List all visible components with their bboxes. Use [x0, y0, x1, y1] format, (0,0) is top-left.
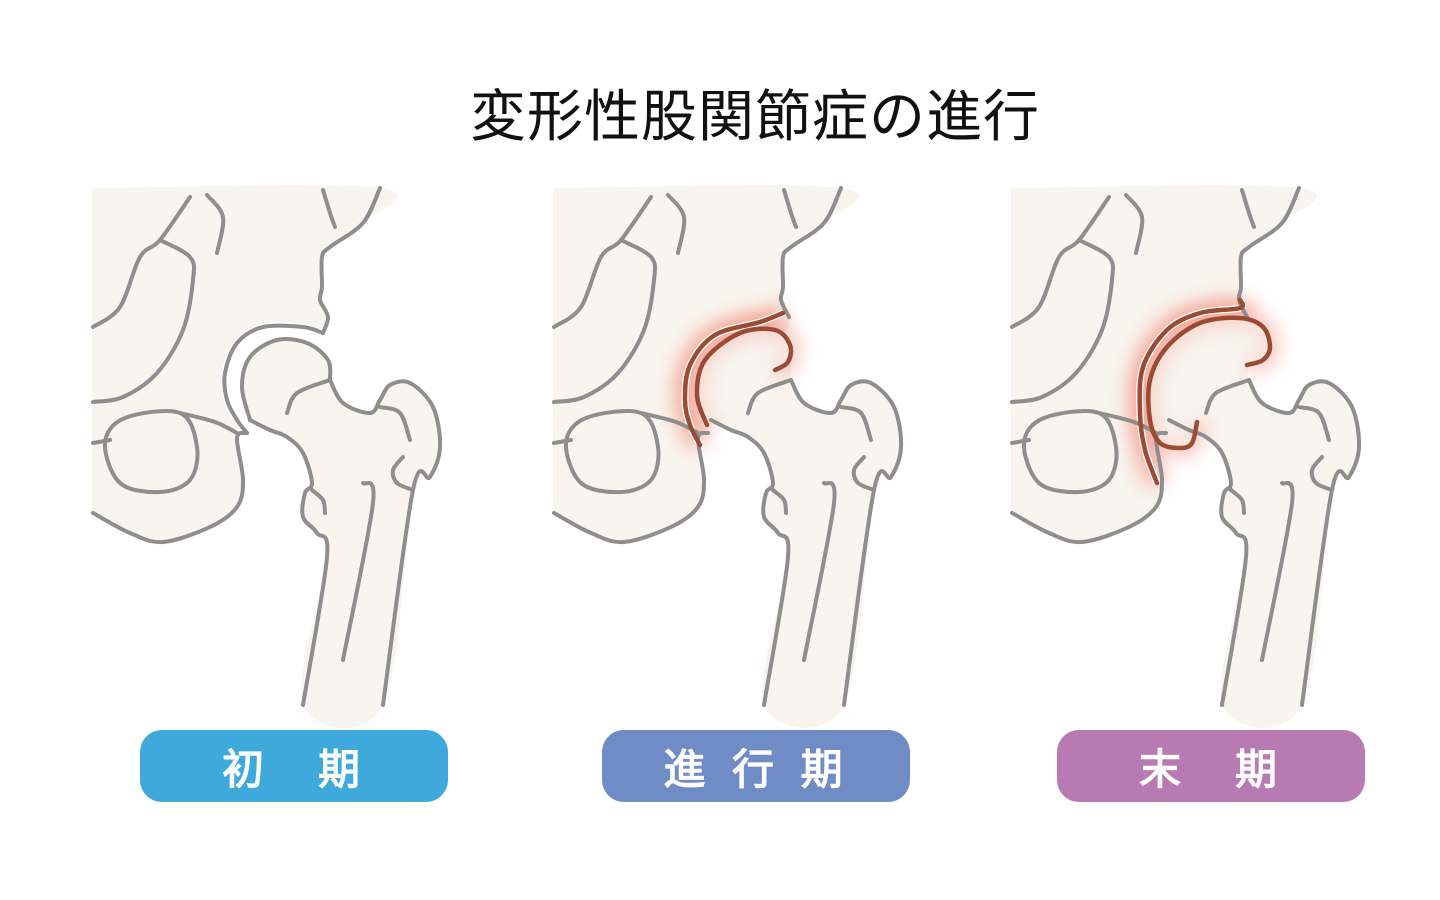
intertrochanteric-line [1204, 378, 1251, 415]
pubic-line [178, 411, 239, 435]
lesser-trochanter-line [771, 488, 788, 515]
obturator-foramen [563, 409, 661, 495]
sacral-line [782, 188, 798, 229]
shaft-line [1260, 481, 1295, 662]
femur-fill [242, 339, 441, 728]
pubic-line [1010, 438, 1031, 445]
hip-terminal-stage [1008, 185, 1362, 728]
femur-outline [1167, 418, 1249, 707]
iliac-line [552, 195, 653, 329]
femur-outline [709, 418, 791, 707]
stage-label-early: 初 期 [140, 730, 448, 802]
femoral-head-outline [240, 337, 333, 422]
pelvis-outline [778, 186, 843, 319]
trochanter-line [390, 455, 415, 492]
stage-label-terminal: 末 期 [1057, 730, 1365, 802]
trochanter-line [1309, 455, 1334, 492]
iliac-line [91, 195, 192, 329]
pelvic-brim-line [1010, 238, 1116, 404]
intertrochanteric-line [285, 378, 332, 415]
stage-label-progressive: 進 行 期 [602, 730, 910, 802]
acetabulum-outline [682, 310, 786, 448]
shaft-line [341, 481, 376, 662]
femur-outline [248, 418, 330, 707]
sacral-line [205, 193, 226, 255]
trochanter-line [839, 405, 873, 442]
diagram-title: 変形性股関節症の進行 [470, 85, 1040, 150]
trochanter-line [851, 455, 876, 492]
pelvic-brim-line [552, 238, 658, 404]
stage-label-text: 初 期 [221, 744, 366, 794]
sacral-line [321, 188, 337, 229]
femur-fill [1161, 339, 1360, 728]
pelvis-lower-outline [91, 430, 249, 545]
acetabulum-outline [1137, 297, 1246, 486]
femoral-head-outline [1146, 315, 1273, 451]
hip-progressive-stage [550, 185, 904, 728]
iliac-line [1010, 195, 1111, 329]
pubic-line [552, 438, 573, 445]
hip-early-stage [89, 185, 443, 728]
pelvic-brim-line [91, 238, 197, 404]
lesser-trochanter-line [310, 488, 327, 515]
femoral-head-fill [1148, 317, 1270, 448]
femoral-head-outline [694, 326, 794, 428]
femur-fill [703, 339, 902, 728]
pubic-line [91, 438, 112, 445]
shaft-line [802, 481, 837, 662]
sacral-line [1240, 188, 1256, 229]
intertrochanteric-line [746, 378, 793, 415]
obturator-foramen [102, 409, 200, 495]
femoral-head-fill [696, 328, 792, 425]
stage-label-text: 進 行 期 [663, 744, 849, 794]
acetabulum-outline [222, 323, 325, 435]
lesser-trochanter-line [1229, 488, 1246, 515]
sacral-line [666, 193, 687, 255]
obturator-foramen [1021, 409, 1119, 495]
trochanter-line [1297, 405, 1331, 442]
stage-label-text: 末 期 [1138, 744, 1283, 794]
pelvis-outline [317, 186, 382, 335]
sacral-line [1124, 193, 1145, 255]
trochanter-line [378, 405, 412, 442]
